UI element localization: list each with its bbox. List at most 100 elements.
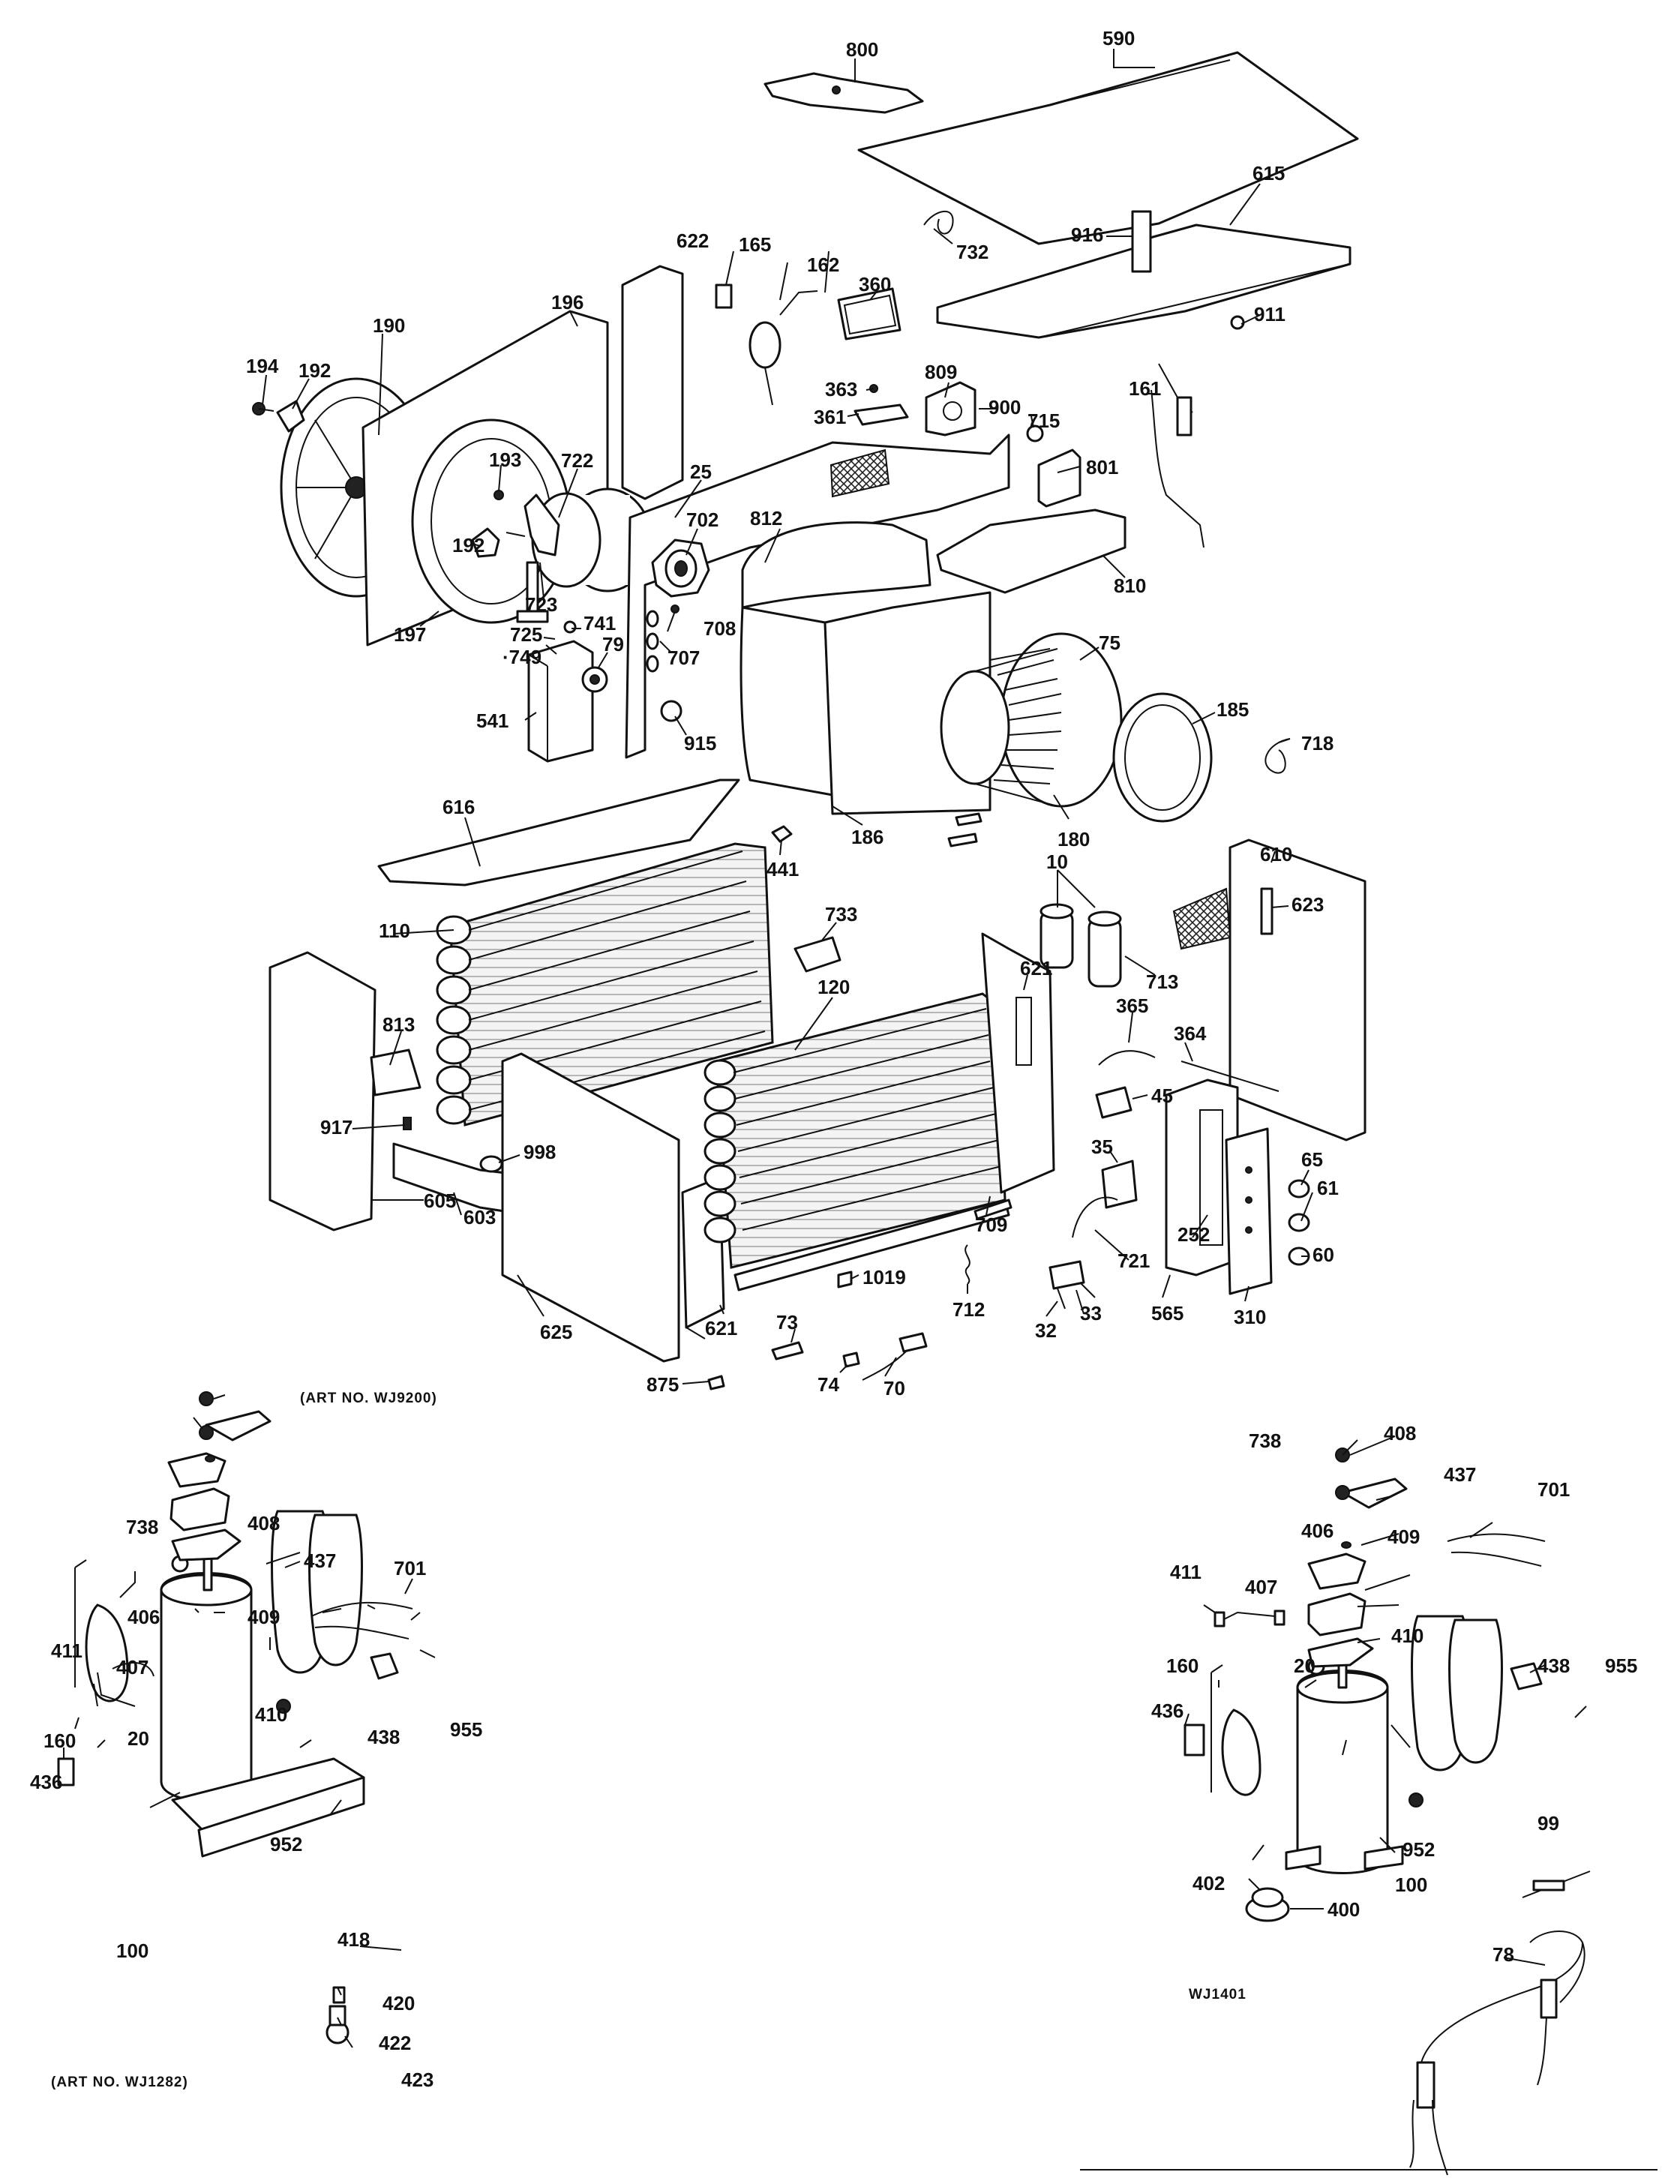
filter-panel-360: [837, 287, 902, 340]
panel-622: [621, 265, 684, 500]
bracket-361: [854, 404, 909, 426]
label-left-738: 738: [126, 1516, 158, 1538]
label-911: 911: [1254, 303, 1286, 326]
bracket-723: [516, 561, 549, 623]
label-810: 810: [1114, 574, 1146, 597]
label-800: 800: [846, 38, 878, 61]
label-left-407: 407: [116, 1656, 148, 1678]
label-60: 60: [1312, 1244, 1334, 1266]
label-193: 193: [489, 448, 521, 471]
label-615: 615: [1252, 162, 1285, 184]
bracket-73: [771, 1341, 804, 1360]
label-718: 718: [1301, 732, 1334, 754]
side-panel-605: [268, 951, 376, 1232]
label-363: 363: [825, 378, 857, 400]
relay-33-32: [1048, 1260, 1096, 1310]
leader-lines: [74, 49, 1587, 2048]
cover-310: [1225, 1127, 1273, 1295]
label-161: 161: [1129, 377, 1161, 400]
label-right-952: 952: [1402, 1838, 1435, 1861]
inlet-ring-185: [1112, 692, 1213, 823]
label-45: 45: [1151, 1084, 1173, 1107]
label-10: 10: [1046, 850, 1068, 873]
label-733: 733: [825, 903, 857, 926]
label-left-160: 160: [44, 1730, 76, 1752]
clip-74: [842, 1352, 860, 1368]
grommet-707-708: [646, 604, 680, 673]
clip-165: [715, 284, 733, 309]
grommet-998: [479, 1155, 503, 1173]
label-right-20: 20: [1294, 1654, 1316, 1677]
left-compressor-assembly: [57, 1391, 436, 2044]
label-365: 365: [1116, 994, 1148, 1017]
label-right-701: 701: [1538, 1478, 1570, 1501]
label-180: 180: [1058, 828, 1090, 850]
label-right-100: 100: [1395, 1874, 1427, 1896]
control-housing-565: [1165, 1078, 1239, 1276]
label-left-952: 952: [270, 1833, 302, 1856]
label-right-955: 955: [1605, 1654, 1637, 1677]
plug-917: [403, 1117, 412, 1130]
capillary-161: [1150, 363, 1204, 548]
label-left-420: 420: [382, 1992, 415, 2014]
scroll-panel-810: [936, 508, 1126, 594]
label-1019: 1019: [862, 1266, 906, 1288]
control-box-541: [527, 640, 594, 763]
label-190: 190: [373, 314, 405, 337]
right-compressor-assembly: [1184, 1448, 1591, 2176]
cover-801: [1037, 448, 1082, 508]
label-left-423: 423: [401, 2068, 434, 2091]
label-801: 801: [1086, 456, 1118, 478]
label-707: 707: [668, 646, 700, 669]
label-left-422: 422: [379, 2032, 411, 2054]
label-723: 723: [525, 593, 557, 616]
label-right-409: 409: [1388, 1526, 1420, 1548]
label-right-436: 436: [1151, 1700, 1184, 1722]
switch-35: [1101, 1160, 1138, 1209]
rod-364: [1180, 1060, 1280, 1092]
label-120: 120: [818, 976, 850, 998]
label-917: 917: [320, 1116, 352, 1138]
label-603: 603: [464, 1206, 496, 1228]
label-713: 713: [1146, 970, 1178, 993]
label-right-437: 437: [1444, 1463, 1476, 1486]
label-65: 65: [1301, 1148, 1323, 1171]
clip-715: [1026, 424, 1044, 442]
label-916: 916: [1071, 224, 1103, 246]
label-35: 35: [1091, 1136, 1113, 1158]
label-197: 197: [394, 623, 426, 646]
label-right-406: 406: [1301, 1520, 1334, 1542]
label-right-408: 408: [1384, 1422, 1416, 1444]
label-left-955: 955: [450, 1718, 482, 1741]
label-616: 616: [442, 796, 475, 818]
label-left-437: 437: [304, 1550, 336, 1572]
label-712: 712: [952, 1298, 985, 1321]
label-70: 70: [884, 1377, 905, 1400]
label-right-99: 99: [1538, 1812, 1559, 1834]
label-75: 75: [1099, 632, 1120, 654]
label-25: 25: [690, 460, 712, 483]
plug-70: [862, 1332, 928, 1381]
partition-625: [501, 1052, 680, 1363]
label-162: 162: [807, 254, 839, 276]
label-364: 364: [1174, 1022, 1207, 1045]
spring-718: [1264, 738, 1291, 774]
condenser-coil-110: [436, 842, 774, 1126]
label-33: 33: [1080, 1302, 1102, 1324]
label-110: 110: [379, 920, 410, 942]
label-813: 813: [382, 1013, 415, 1036]
clip-741: [563, 620, 577, 634]
label-741: 741: [584, 612, 616, 634]
label-749: ·749: [502, 646, 542, 668]
label-left-20: 20: [128, 1727, 149, 1750]
clip-441: [771, 825, 793, 843]
right-compressor-labels: 738 408 437 701 406 409 411 407 410 160 …: [1151, 1422, 1637, 1966]
capacitors-10: [1040, 903, 1122, 988]
flange-722: [524, 494, 560, 556]
left-compressor-labels: 738 408 437 701 409 406 411 407 410 160 …: [30, 1512, 482, 2091]
label-610: 610: [1260, 843, 1292, 866]
label-right-400: 400: [1328, 1898, 1360, 1921]
label-625: 625: [540, 1321, 572, 1343]
label-709: 709: [975, 1214, 1007, 1236]
top-cover-590: [857, 51, 1359, 245]
